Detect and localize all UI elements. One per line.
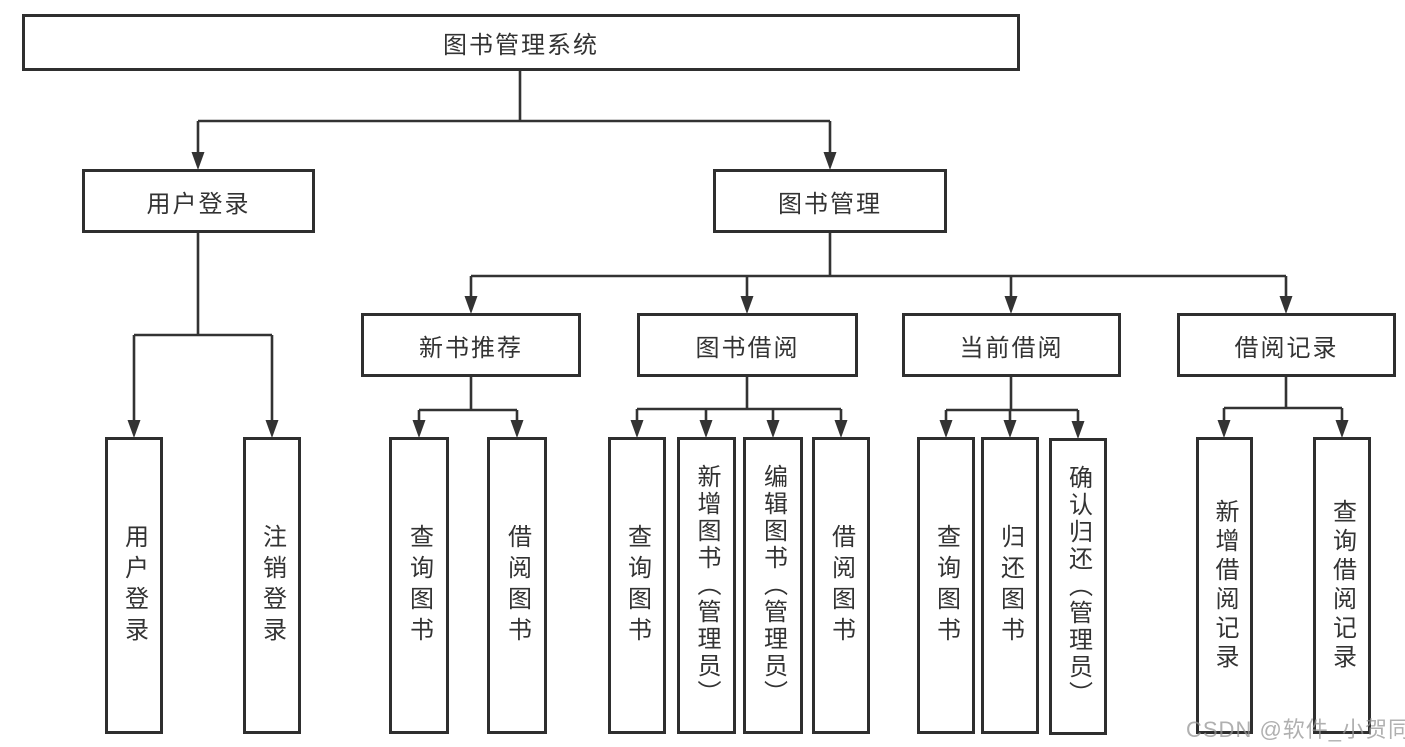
node-return-books: 归还图书 [981, 437, 1039, 734]
node-edit-books-admin: 编辑图书（管理员） [743, 437, 803, 734]
node-logout: 注销登录 [243, 437, 301, 734]
node-label: 新增图书（管理员） [693, 464, 720, 707]
node-label: 查询图书 [932, 523, 960, 648]
node-label: 查询图书 [623, 523, 651, 648]
node-add-borrow-record: 新增借阅记录 [1196, 437, 1253, 734]
node-label: 查询借阅记录 [1328, 498, 1356, 673]
node-label: 用户登录 [120, 523, 148, 648]
node-label: 注销登录 [258, 523, 286, 648]
node-book-borrowing: 图书借阅 [637, 313, 858, 377]
node-book-management: 图书管理 [713, 169, 947, 233]
node-query-books-1: 查询图书 [389, 437, 449, 734]
node-confirm-return-admin: 确认归还（管理员） [1049, 438, 1107, 735]
node-label: 新增借阅记录 [1211, 498, 1238, 673]
node-label: 用户登录 [146, 190, 251, 218]
csdn-watermark: CSDN @软件_小贺同学 [1186, 717, 1405, 742]
node-current-borrowing: 当前借阅 [902, 313, 1121, 377]
node-label: 图书管理 [778, 190, 882, 218]
node-label: 借阅图书 [503, 523, 531, 648]
node-label: 借阅图书 [827, 523, 855, 648]
node-add-books-admin: 新增图书（管理员） [677, 437, 736, 734]
node-label: 当前借阅 [959, 334, 1064, 362]
node-query-books-2: 查询图书 [608, 437, 666, 734]
node-label: 查询图书 [405, 523, 433, 648]
node-query-borrow-record: 查询借阅记录 [1313, 437, 1371, 734]
node-label: 新书推荐 [419, 334, 523, 362]
node-borrow-books-2: 借阅图书 [812, 437, 870, 734]
node-new-book-recommend: 新书推荐 [361, 313, 581, 377]
node-label: 借阅记录 [1234, 334, 1339, 362]
node-library-management-system: 图书管理系统 [22, 14, 1020, 71]
node-borrowing-records: 借阅记录 [1177, 313, 1396, 377]
node-user-login: 用户登录 [82, 169, 315, 233]
node-user-login-leaf: 用户登录 [105, 437, 163, 734]
node-query-books-3: 查询图书 [917, 437, 975, 734]
node-borrow-books-1: 借阅图书 [487, 437, 547, 734]
node-label: 图书管理系统 [443, 32, 599, 59]
node-label: 归还图书 [996, 523, 1024, 648]
node-label: 图书借阅 [695, 334, 800, 362]
node-label: 编辑图书（管理员） [759, 464, 787, 707]
node-label: 确认归还（管理员） [1064, 465, 1092, 708]
